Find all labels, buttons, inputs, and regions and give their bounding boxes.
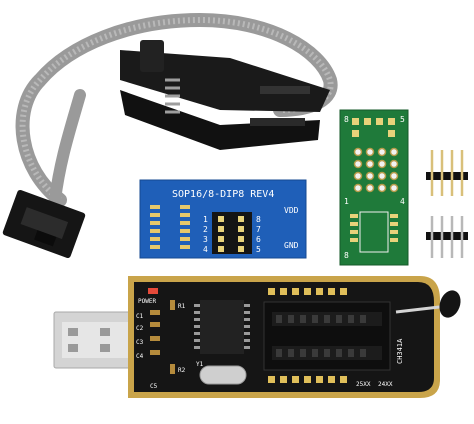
silk-c5: C5 bbox=[150, 383, 158, 390]
adapter-pin-1: 1 bbox=[203, 215, 208, 224]
usb-plug bbox=[53, 311, 141, 369]
adapter-sop-pads bbox=[150, 205, 190, 249]
adapter-pin-2: 2 bbox=[203, 225, 208, 234]
adapter-header-pins bbox=[218, 216, 244, 252]
green-board-sop-pads bbox=[350, 214, 398, 242]
green-label-4: 4 bbox=[400, 197, 405, 206]
adapter-pin-8: 8 bbox=[256, 215, 261, 224]
adapter-vdd-label: VDD bbox=[284, 206, 299, 215]
adapter-gnd-label: GND bbox=[284, 241, 299, 250]
zif-lever bbox=[395, 290, 461, 318]
ch341a-label: CH341A bbox=[396, 338, 404, 364]
adapter-pin-5: 5 bbox=[256, 245, 261, 254]
adapter-pin-3: 3 bbox=[203, 235, 208, 244]
silk-r1: R1 bbox=[178, 303, 186, 310]
adapter-pin-7: 7 bbox=[256, 225, 261, 234]
green-board-holes bbox=[353, 147, 399, 193]
pin-header-lower bbox=[426, 216, 468, 258]
ribbon-cable bbox=[15, 12, 338, 207]
adapter-title: SOP16/8-DIP8 REV4 bbox=[172, 189, 274, 200]
clip-spring bbox=[165, 78, 180, 114]
green-label-5: 5 bbox=[400, 115, 405, 124]
zif-socket bbox=[263, 301, 391, 371]
soic-test-clip bbox=[120, 40, 330, 150]
programmer-header-top bbox=[268, 288, 347, 295]
green-board-top-pads bbox=[352, 118, 395, 137]
silk-y1: Y1 bbox=[196, 361, 204, 368]
green-adapter-board: 8 5 1 4 8 bbox=[339, 109, 409, 266]
smd-components bbox=[150, 300, 175, 374]
power-label: POWER bbox=[138, 298, 156, 305]
adapter-pin-4: 4 bbox=[203, 245, 208, 254]
green-label-8: 8 bbox=[344, 115, 349, 124]
crystal bbox=[199, 365, 247, 385]
green-label-8b: 8 bbox=[344, 251, 349, 260]
socket-label-25xx: 25XX bbox=[356, 381, 371, 388]
silk-c4: C4 bbox=[136, 353, 144, 360]
adapter-pin-6: 6 bbox=[256, 235, 261, 244]
green-label-1: 1 bbox=[344, 197, 349, 206]
ch341a-chip bbox=[200, 300, 244, 354]
ch341a-programmer: POWER C1 C2 C3 C4 C5 R1 R2 Y1 bbox=[53, 276, 461, 398]
ribbon-connector bbox=[2, 189, 86, 259]
silk-r2: R2 bbox=[178, 367, 186, 374]
silk-c2: C2 bbox=[136, 325, 144, 332]
socket-label-24xx: 24XX bbox=[378, 381, 393, 388]
pin-header-upper bbox=[426, 150, 468, 196]
silk-c1: C1 bbox=[136, 313, 144, 320]
power-led bbox=[148, 288, 158, 294]
sop-dip-adapter-board: SOP16/8-DIP8 REV4 VDD GND 1 2 3 4 5 6 7 … bbox=[139, 179, 307, 259]
silk-c3: C3 bbox=[136, 339, 144, 346]
programmer-header-bottom bbox=[268, 376, 347, 383]
